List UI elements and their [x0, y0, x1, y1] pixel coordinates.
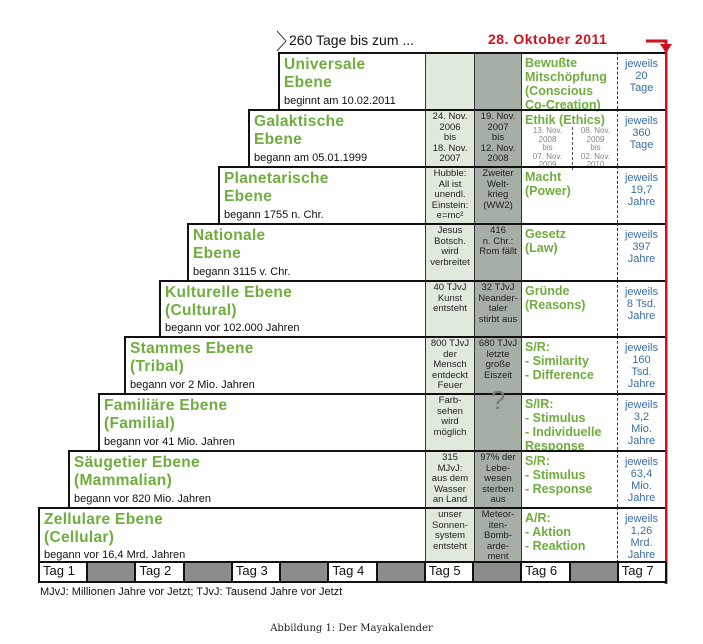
principle-text: Ethik (Ethics)	[525, 113, 605, 127]
principle-text: A/R: - Aktion - Reaktion	[525, 511, 586, 553]
day5-event: Jesus Botsch. wird verbreitet	[425, 223, 474, 280]
night5-event: 97% der Lebe- wesen sterben aus	[474, 450, 521, 507]
day5-event	[425, 52, 474, 109]
day-label: Tag 2	[134, 561, 185, 583]
day6-principle: A/R: - Aktion - Reaktion	[521, 507, 617, 563]
period-length: jeweils 397 Jahre	[617, 223, 665, 280]
night-block	[375, 561, 426, 583]
level-begin: begann 1755 n. Chr.	[224, 209, 324, 221]
day-label: Tag 7	[616, 561, 667, 583]
day6-principle: Macht (Power)	[521, 166, 617, 223]
period-length: jeweils 360 Tage	[617, 109, 665, 166]
principle-text: S/R: - Similarity - Difference	[525, 340, 594, 382]
level-name: Planetarische Ebene	[224, 170, 329, 205]
day-label: Tag 4	[327, 561, 378, 583]
day-label: Tag 3	[230, 561, 282, 583]
period-length: jeweils 20 Tage	[617, 52, 665, 109]
level-name: Zellulare Ebene (Cellular)	[44, 511, 164, 546]
principle-text: Gesetz (Law)	[525, 227, 566, 255]
footnote: MJvJ: Millionen Jahre vor Jetzt; TJvJ: T…	[40, 586, 343, 598]
level-name: Galaktische Ebene	[254, 113, 345, 148]
sub-period: 08. Nov. 2009 bis 02. Nov. 2010	[572, 126, 618, 170]
level-begin: begann vor 41 Mio. Jahren	[104, 436, 235, 448]
level-begin: begann vor 2 Mio. Jahren	[130, 379, 255, 391]
period-length: jeweils 160 Tsd. Jahre	[617, 336, 665, 393]
red-arrow-line	[646, 39, 672, 584]
day5-event: 800 TJvJ der Mensch entdeckt Feuer	[425, 336, 474, 393]
figure-caption: Abbildung 1: Der Mayakalender	[270, 623, 433, 634]
arrow-marker-icon	[276, 30, 287, 52]
day6-principle: S/R: - Stimulus - Response	[521, 450, 617, 507]
principle-text: S/IR: - Stimulus - Individuelle Response	[525, 397, 602, 453]
day5-event: unser Sonnen- system entsteht	[425, 507, 474, 563]
level-name: Familiäre Ebene (Familial)	[104, 397, 228, 432]
level-begin: begann vor 102.000 Jahren	[165, 322, 300, 334]
period-length: jeweils 63,4 Mio. Jahre	[617, 450, 665, 507]
night5-event: Meteor- iten- Bomb- arde- ment	[474, 507, 521, 563]
level-name: Nationale Ebene	[193, 227, 266, 262]
day-label: Tag 6	[520, 561, 571, 583]
sub-period: 13. Nov. 2008 bis 07. Nov. 2009	[532, 126, 563, 169]
night-block	[86, 561, 137, 583]
night5-event: 32 TJvJ Neander- taler stirbt aus	[474, 280, 521, 336]
principle-text: S/R: - Stimulus - Response	[525, 454, 593, 496]
principle-text: Bewußte Mitschöpfung (Conscious Co-Creat…	[525, 56, 607, 112]
principle-text: Macht (Power)	[525, 170, 571, 198]
night5-event	[474, 52, 521, 109]
day5-event: 315 MJvJ: aus dem Wasser an Land	[425, 450, 474, 507]
day6-principle: Bewußte Mitschöpfung (Conscious Co-Creat…	[521, 52, 617, 112]
night5-event: 19. Nov. 2007 bis 12. Nov. 2008	[474, 109, 521, 166]
night5-event: Zweiter Welt- krieg (WW2)	[474, 166, 521, 223]
level-row: Planetarische Ebene begann 1755 n. Chr.	[218, 166, 425, 225]
level-name: Stammes Ebene (Tribal)	[130, 340, 254, 375]
level-name: Kulturelle Ebene (Cultural)	[165, 284, 293, 319]
day-label: Tag 1	[38, 561, 89, 583]
level-name: Universale Ebene	[284, 56, 366, 91]
night-block	[279, 561, 330, 583]
day5-event: Farb- sehen wird möglich	[425, 393, 474, 450]
day5-event: 40 TJvJ Kunst entsteht	[425, 280, 474, 336]
level-row: Galaktische Ebene begann am 05.01.1999	[248, 109, 425, 168]
level-begin: beginnt am 10.02.2011	[284, 95, 396, 107]
level-row: Säugetier Ebene (Mammalian) begann vor 8…	[68, 450, 425, 509]
level-begin: begann am 05.01.1999	[254, 152, 368, 164]
day6-principle: Ethik (Ethics)13. Nov. 2008 bis 07. Nov.…	[521, 109, 617, 170]
level-name: Säugetier Ebene (Mammalian)	[74, 454, 200, 489]
principle-text: Gründe (Reasons)	[525, 284, 586, 312]
night-block	[568, 561, 619, 583]
period-length: jeweils 19,7 Jahre	[617, 166, 665, 223]
level-row: Stammes Ebene (Tribal) begann vor 2 Mio.…	[124, 336, 425, 395]
level-begin: begann vor 16,4 Mrd. Jahren	[44, 549, 186, 561]
day5-event: 24. Nov. 2006 bis 18. Nov. 2007	[425, 109, 474, 166]
night5-event: 416 n. Chr.: Rom fällt	[474, 223, 521, 280]
countdown-label: 260 Tage bis zum ...	[289, 32, 415, 48]
period-length: jeweils 3,2 Mio. Jahre	[617, 393, 665, 450]
period-length: jeweils 1,26 Mrd. Jahre	[617, 507, 665, 563]
period-length: jeweils 8 Tsd. Jahre	[617, 280, 665, 336]
level-row: Kulturelle Ebene (Cultural) begann vor 1…	[159, 280, 425, 338]
level-row: Universale Ebene beginnt am 10.02.2011	[278, 52, 425, 111]
day-label: Tag 5	[423, 561, 475, 583]
day5-event: Hubble: All ist unendl. Einstein: e=mc²	[425, 166, 474, 223]
night5-event: 680 TJvJ letzte große Eiszeit	[474, 336, 521, 393]
level-row: Nationale Ebene begann 3115 v. Chr.	[187, 223, 425, 282]
level-begin: begann 3115 v. Chr.	[193, 266, 291, 278]
night-block	[472, 561, 523, 583]
day6-principle: Gründe (Reasons)	[521, 280, 617, 336]
day6-principle: S/IR: - Stimulus - Individuelle Response	[521, 393, 617, 453]
level-begin: begann vor 820 Mio. Jahren	[74, 493, 211, 505]
level-row: Zellulare Ebene (Cellular) begann vor 16…	[38, 507, 425, 565]
day6-principle: Gesetz (Law)	[521, 223, 617, 280]
target-date: 28. Oktober 2011	[488, 31, 608, 47]
level-row: Familiäre Ebene (Familial) begann vor 41…	[98, 393, 425, 452]
day6-principle: S/R: - Similarity - Difference	[521, 336, 617, 393]
night-block	[182, 561, 233, 583]
night5-event: ?	[474, 387, 521, 450]
